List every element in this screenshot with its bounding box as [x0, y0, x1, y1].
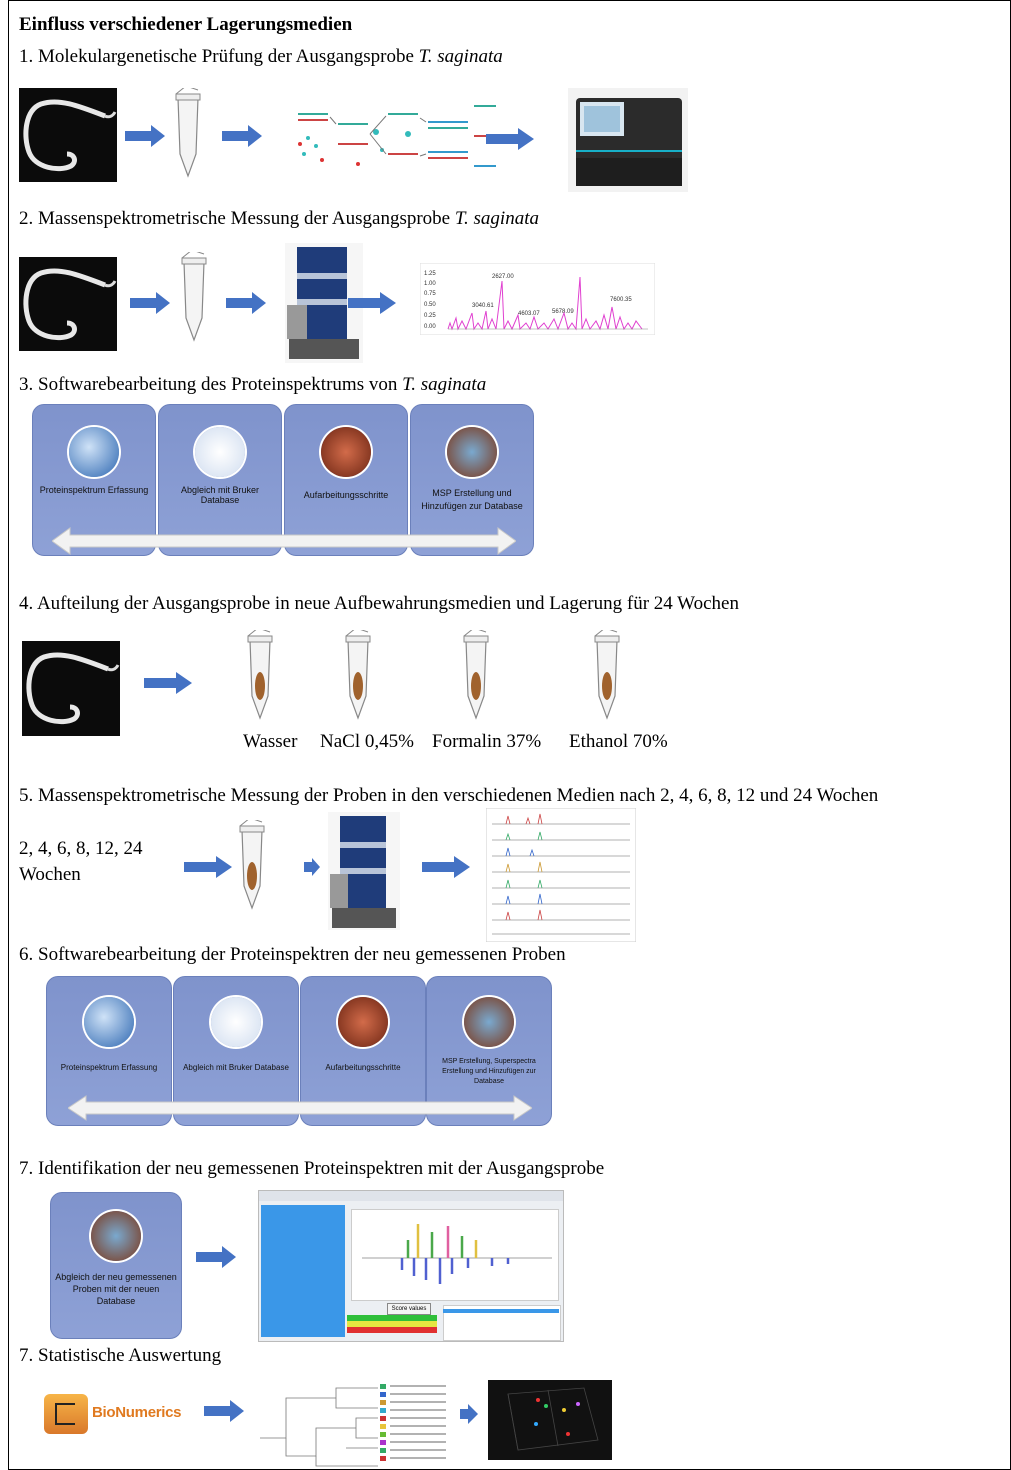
- arrow-right-icon: [422, 856, 470, 878]
- biotyper-msp-icon: [464, 997, 514, 1047]
- arrow-right-icon: [204, 1400, 244, 1422]
- ytick-label: 0.25: [424, 313, 436, 319]
- arrow-right-icon: [196, 1246, 236, 1268]
- weeks-label-line2: Wochen: [19, 864, 81, 885]
- medium-label: Wasser: [243, 731, 298, 752]
- workflow-box-label: Abgleich mit Bruker Database: [183, 1063, 289, 1072]
- workflow-box-label: Abgleich mit Bruker Database: [180, 485, 260, 505]
- workflow-box: Proteinspektrum Erfassung: [32, 404, 156, 556]
- stacked-spectra-image: [486, 808, 636, 942]
- arrow-right-icon: [348, 292, 396, 314]
- ytick-label: 0.50: [424, 302, 436, 308]
- bionumerics-logo: BioNumerics: [44, 1394, 192, 1436]
- step7-statistics-heading: 7. Statistische Auswertung: [19, 1345, 222, 1366]
- medium-label: Formalin 37%: [432, 731, 542, 752]
- workflow-box: Aufarbeitungsschritte: [300, 976, 426, 1126]
- workflow-box: Aufarbeitungsschritte: [284, 404, 408, 556]
- workflow-box-label: MSP Erstellung und Hinzufügen zur Databa…: [421, 488, 523, 511]
- figure-title: Einfluss verschiedener Lagerungsmedien: [19, 14, 353, 35]
- arrow-right-icon: [130, 292, 170, 314]
- flexcontrol-icon: [84, 997, 134, 1047]
- software-workflow-panel-2: Proteinspektrum Erfassung Abgleich mit B…: [46, 976, 552, 1126]
- arrow-right-icon: [125, 125, 165, 147]
- workflow-box: Proteinspektrum Erfassung: [46, 976, 172, 1126]
- score-values-button[interactable]: Score values: [387, 1303, 431, 1315]
- biotyper-icon: [195, 427, 245, 477]
- biotyper-msp-icon: [447, 427, 497, 477]
- medium-label: Ethanol 70%: [569, 731, 668, 752]
- tapeworm-image-1: [19, 88, 117, 182]
- 3d-cluster-plot-image: [488, 1380, 612, 1460]
- bidirectional-arrow-icon: [52, 527, 516, 555]
- step7-identification-heading: 7. Identifikation der neu gemessenen Pro…: [19, 1158, 605, 1179]
- flexcontrol-icon: [69, 427, 119, 477]
- arrow-right-icon: [222, 125, 262, 147]
- step2-heading: 2. Massenspektrometrische Messung der Au…: [19, 208, 539, 229]
- tapeworm-image-2: [19, 257, 117, 351]
- flexanalysis-icon: [321, 427, 371, 477]
- workflow-box: Abgleich mit Bruker Database: [158, 404, 282, 556]
- matching-box: Abgleich der neu gemessenen Proben mit d…: [50, 1192, 182, 1339]
- mass-spectrum-plot: 1.25 1.00 0.75 0.50 0.25 0.00 2627.00 30…: [420, 263, 655, 335]
- workflow-box: MSP Erstellung und Hinzufügen zur Databa…: [410, 404, 534, 556]
- step4-heading: 4. Aufteilung der Ausgangsprobe in neue …: [19, 593, 739, 614]
- workflow-box-label: Aufarbeitungsschritte: [325, 1063, 401, 1072]
- bidirectional-arrow-icon: [68, 1095, 532, 1121]
- software-workflow-panel-1: Proteinspektrum Erfassung Abgleich mit B…: [32, 404, 534, 558]
- arrow-right-icon: [144, 672, 192, 694]
- arrow-right-icon: [226, 292, 266, 314]
- peak-label: 3040.61: [472, 303, 494, 309]
- medium-tube-icon: [345, 630, 371, 720]
- spectra-comparison-plot: [362, 1224, 552, 1284]
- workflow-box-label: Proteinspektrum Erfassung: [39, 485, 149, 495]
- arrow-right-icon: [460, 1404, 478, 1424]
- arrow-right-icon: [486, 128, 534, 150]
- step1-heading: 1. Molekulargenetische Prüfung der Ausga…: [19, 46, 503, 67]
- workflow-box-label: Aufarbeitungsschritte: [303, 490, 389, 500]
- tapeworm-image-3: [22, 641, 120, 736]
- step6-heading: 6. Softwarebearbeitung der Proteinspektr…: [19, 944, 566, 965]
- sequencer-device-image: [568, 88, 688, 192]
- workflow-box: Abgleich mit Bruker Database: [173, 976, 299, 1126]
- peak-label: 5678.09: [552, 309, 574, 315]
- arrow-right-icon: [184, 856, 232, 878]
- ytick-label: 1.00: [424, 281, 436, 287]
- dendrogram-image: [260, 1384, 446, 1467]
- flexanalysis-icon: [338, 997, 388, 1047]
- biotyper-icon: [211, 997, 261, 1047]
- ytick-label: 0.00: [424, 324, 436, 330]
- medium-label: NaCl 0,45%: [320, 731, 414, 752]
- sample-tube-icon: [175, 88, 201, 178]
- arrow-right-icon: [304, 858, 320, 876]
- biotyper-msp-icon: [91, 1211, 141, 1261]
- mass-spectrometer-image: [328, 812, 400, 930]
- weeks-label-line1: 2, 4, 6, 8, 12, 24: [19, 838, 143, 859]
- ytick-label: 0.75: [424, 291, 436, 297]
- step5-heading: 5. Massenspektrometrische Messung der Pr…: [19, 785, 879, 806]
- workflow-box-label: MSP Erstellung, Superspectra Erstellung …: [442, 1058, 536, 1085]
- workflow-box-label: Proteinspektrum Erfassung: [60, 1063, 158, 1072]
- biotyper-software-screenshot: Score values: [258, 1190, 564, 1342]
- pcr-diagram-image: [298, 105, 496, 167]
- peak-label: 4603.07: [518, 311, 540, 317]
- peak-label: 7600.35: [610, 297, 632, 303]
- ytick-label: 1.25: [424, 271, 436, 277]
- sample-tube-icon: [181, 252, 207, 342]
- sample-tube-icon: [239, 820, 265, 910]
- matching-box-label: Abgleich der neu gemessenen Proben mit d…: [55, 1272, 177, 1306]
- medium-tube-icon: [463, 630, 489, 720]
- bionumerics-logo-text: BioNumerics: [92, 1404, 182, 1421]
- peak-label: 2627.00: [492, 274, 514, 280]
- medium-tube-icon: [594, 630, 620, 720]
- workflow-box: MSP Erstellung, Superspectra Erstellung …: [426, 976, 552, 1126]
- medium-tube-icon: [247, 630, 273, 720]
- step3-heading: 3. Softwarebearbeitung des Proteinspektr…: [19, 374, 487, 395]
